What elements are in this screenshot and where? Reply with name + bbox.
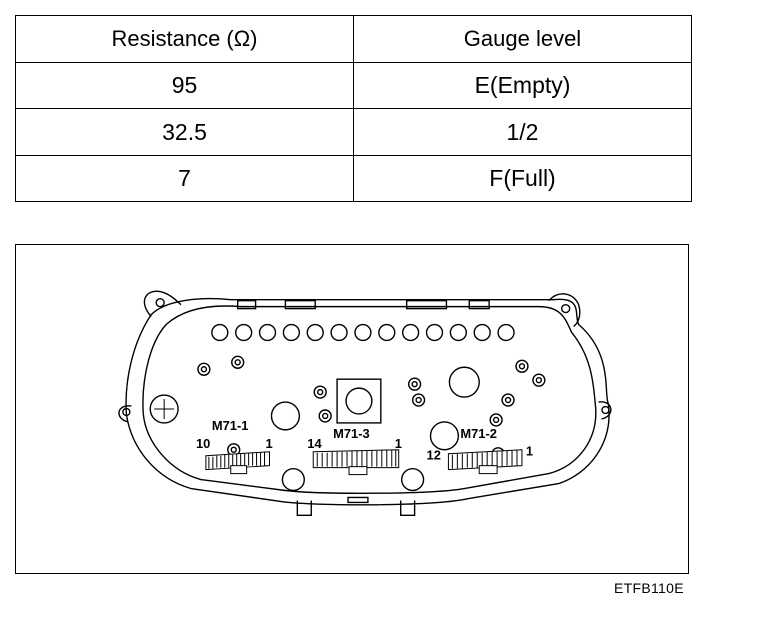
- top-clip: [284, 299, 316, 310]
- pin-label-end-M71-2: 1: [526, 444, 533, 459]
- header-gauge-level: Gauge level: [353, 14, 692, 64]
- sensor-lens: [345, 387, 373, 415]
- cluster-connector-diagram: M71-1 10 1 M71-3 14 1 M71-2 12 1: [15, 244, 689, 574]
- top-clip: [468, 299, 490, 310]
- pin-label-start-M71-2: 12: [427, 448, 441, 463]
- top-clip: [405, 299, 448, 310]
- figure-code: ETFB110E: [614, 580, 684, 596]
- side-tab-right: [598, 401, 612, 420]
- mount-hole-left: [155, 297, 165, 308]
- cell-gauge-level: F(Full): [353, 154, 692, 203]
- header-resistance: Resistance (Ω): [15, 14, 354, 64]
- cell-resistance: 32.5: [15, 108, 354, 156]
- table-row: 95 E(Empty): [15, 62, 692, 110]
- gauge-housing-left: [149, 394, 179, 424]
- side-tab-hole-right: [601, 405, 610, 415]
- cell-gauge-level: E(Empty): [353, 62, 692, 110]
- sensor-block: [336, 378, 382, 424]
- bottom-latch: [347, 496, 369, 504]
- lower-socket: [401, 467, 425, 492]
- pin-label-start-M71-3: 14: [307, 436, 322, 451]
- cluster-housing-inner: [142, 305, 597, 494]
- mount-ear-left: [143, 290, 182, 318]
- connector-label-M71-1: M71-1: [212, 418, 249, 433]
- screw-bosses: [197, 355, 546, 461]
- pin-label-end-M71-3: 1: [395, 436, 402, 451]
- table-header-row: Resistance (Ω) Gauge level: [15, 14, 692, 64]
- gauge-housing-right: [448, 366, 480, 398]
- table-row: 7 F(Full): [15, 154, 692, 203]
- cluster-rear-view-drawing: M71-1 10 1 M71-3 14 1 M71-2 12 1: [118, 290, 612, 517]
- cell-gauge-level: 1/2: [353, 108, 692, 156]
- gauge-housing-left-mark: [154, 399, 175, 419]
- side-tab-left: [118, 405, 132, 423]
- connector-M71-3: [312, 449, 400, 476]
- gauge-housing-center-left: [270, 401, 301, 431]
- cluster-housing-outline: [125, 297, 610, 506]
- connector-label-M71-3: M71-3: [333, 426, 370, 441]
- pin-label-end-M71-1: 1: [266, 436, 273, 451]
- connector-M71-2: [447, 449, 523, 475]
- top-clip: [237, 299, 257, 310]
- bulb-socket-row: [211, 323, 515, 342]
- mount-hole-right: [561, 303, 571, 314]
- connector-M71-1: [205, 451, 270, 475]
- bottom-clip-right: [400, 500, 416, 517]
- gauge-housing-lower-right: [429, 421, 460, 451]
- lower-socket: [281, 467, 305, 492]
- cell-resistance: 95: [15, 62, 354, 110]
- pin-label-start-M71-1: 10: [196, 436, 210, 451]
- bottom-clip-left: [296, 500, 312, 517]
- table-row: 32.5 1/2: [15, 108, 692, 156]
- connector-label-M71-2: M71-2: [460, 426, 497, 441]
- cell-resistance: 7: [15, 154, 354, 203]
- mount-ear-right: [548, 293, 581, 328]
- side-tab-hole-left: [122, 407, 131, 417]
- resistance-gauge-table: Resistance (Ω) Gauge level 95 E(Empty) 3…: [15, 14, 692, 203]
